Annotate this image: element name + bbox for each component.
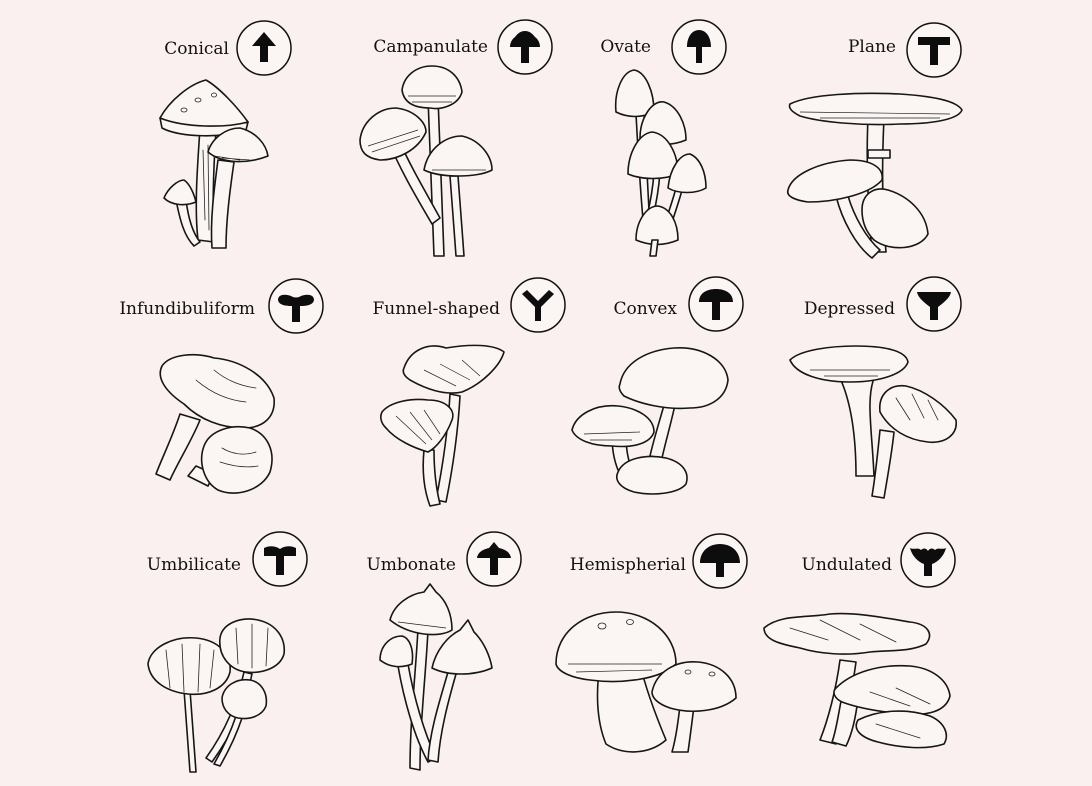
ovate-mushroom-illustration — [614, 69, 707, 257]
shape-label-umbonate: Umbonate — [366, 555, 456, 575]
hemispherial-mushroom-illustration — [555, 611, 737, 753]
depressed-mushroom-illustration — [789, 345, 957, 499]
hemispherial-cap-icon — [692, 533, 748, 589]
convex-mushroom-illustration — [571, 347, 729, 495]
funnel-mushroom-illustration — [380, 344, 505, 507]
shape-label-depressed: Depressed — [804, 299, 895, 319]
funnel-cap-icon — [510, 277, 566, 333]
shape-label-funnel: Funnel-shaped — [372, 299, 500, 319]
infundibuliform-mushroom-illustration — [155, 353, 275, 494]
conical-mushroom-illustration — [159, 79, 269, 249]
infundibuliform-cap-icon — [268, 278, 324, 334]
shape-label-hemispherial: Hemispherial — [570, 555, 686, 575]
ovate-cap-icon — [671, 19, 727, 75]
convex-cap-icon — [688, 276, 744, 332]
plane-cap-icon — [906, 22, 962, 78]
shape-label-undulated: Undulated — [802, 555, 893, 575]
shape-label-infundibuliform: Infundibuliform — [119, 299, 255, 319]
umbonate-mushroom-illustration — [379, 583, 493, 771]
campanulate-cap-icon — [497, 19, 553, 75]
depressed-cap-icon — [906, 276, 962, 332]
shape-label-convex: Convex — [614, 299, 678, 319]
umbonate-cap-icon — [466, 531, 522, 587]
campanulate-mushroom-illustration — [359, 65, 493, 257]
shape-label-campanulate: Campanulate — [373, 37, 488, 57]
conical-cap-icon — [236, 20, 292, 76]
shape-label-ovate: Ovate — [600, 37, 651, 57]
undulated-cap-icon — [900, 532, 956, 588]
shape-label-plane: Plane — [848, 37, 896, 57]
undulated-mushroom-illustration — [763, 612, 951, 749]
plane-mushroom-illustration — [786, 92, 963, 259]
shape-label-conical: Conical — [164, 39, 229, 59]
umbilicate-mushroom-illustration — [147, 618, 285, 773]
umbilicate-cap-icon — [252, 531, 308, 587]
shape-label-umbilicate: Umbilicate — [147, 555, 241, 575]
